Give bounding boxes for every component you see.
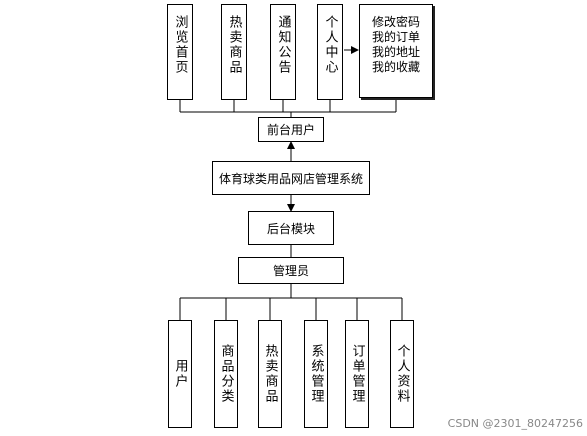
sub-item-my-orders: 我的订单	[371, 30, 420, 44]
node-announcements: 通知公告	[270, 4, 296, 100]
node-label: 通知公告	[275, 15, 291, 75]
node-label: 后台模块	[266, 221, 315, 236]
node-label: 管理员	[272, 264, 309, 278]
node-label: 浏览首页	[172, 15, 188, 75]
node-admin: 管理员	[238, 257, 344, 284]
node-users: 用户	[168, 320, 192, 428]
node-front-user: 前台用户	[258, 117, 324, 142]
node-personal-info: 个人资料	[390, 320, 414, 428]
node-label: 个人资料	[394, 344, 410, 404]
node-label: 热卖商品	[262, 344, 278, 404]
node-system: 体育球类用品网店管理系统	[212, 161, 370, 195]
sub-item-my-addresses: 我的地址	[371, 45, 420, 59]
node-label: 订单管理	[349, 344, 365, 404]
node-product-categories: 商品分类	[214, 320, 238, 428]
sub-item-change-password: 修改密码	[371, 15, 420, 29]
node-browse-home: 浏览首页	[167, 4, 193, 100]
node-hot-products-admin: 热卖商品	[258, 320, 282, 428]
node-label: 用户	[172, 359, 188, 389]
node-label: 商品分类	[218, 344, 234, 404]
node-hot-products: 热卖商品	[221, 4, 247, 100]
node-label: 前台用户	[266, 123, 315, 137]
node-label: 热卖商品	[226, 15, 242, 75]
node-system-management: 系统管理	[304, 320, 328, 428]
node-personal-center: 个人中心	[317, 4, 343, 100]
node-backend: 后台模块	[248, 211, 334, 245]
node-order-management: 订单管理	[345, 320, 369, 428]
watermark: CSDN @2301_80247256	[447, 417, 583, 430]
sub-item-my-favorites: 我的收藏	[371, 60, 420, 74]
node-label: 个人中心	[322, 15, 338, 75]
node-personal-center-items: 修改密码 我的订单 我的地址 我的收藏	[359, 4, 433, 98]
node-label: 体育球类用品网店管理系统	[218, 171, 363, 186]
node-label: 系统管理	[308, 344, 324, 404]
